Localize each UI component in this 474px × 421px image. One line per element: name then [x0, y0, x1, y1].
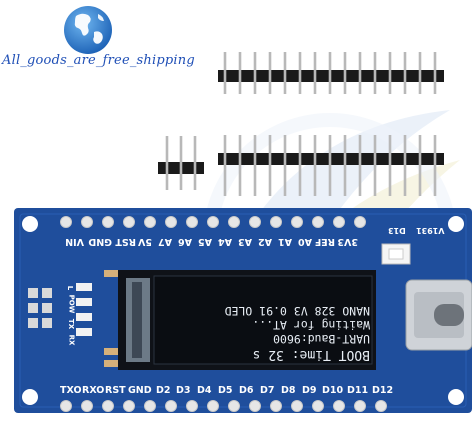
pin-label: A3	[238, 236, 252, 247]
reset-button-part	[381, 243, 411, 265]
oled-line: BOOT Time: 32 s	[252, 347, 370, 362]
pin-label: A0	[298, 236, 312, 247]
free-shipping-text: All_goods_are_free_shipping	[2, 53, 195, 68]
oled-line: NANO 328 V3 0.91 OLED	[224, 304, 370, 318]
bottom-pin-labels: TXO RXO RST GND D2 D3 D4 D5 D6 D7 D8 D9 …	[60, 385, 400, 399]
pin-label: 3V3	[337, 236, 358, 247]
pin-label: A2	[258, 236, 272, 247]
pin-label: D5	[218, 385, 233, 396]
top-pin-labels: 3V3 REF A0 A1 A2 A3 A4 A5 A6 A7 5V RST G…	[58, 233, 358, 247]
pin-label: GND	[88, 236, 112, 247]
status-leds	[76, 283, 92, 336]
pin-label: D3	[176, 385, 191, 396]
pin-label: D6	[239, 385, 254, 396]
pin-label: A7	[158, 236, 172, 247]
pin-label: D12	[372, 385, 394, 396]
pin-label: TXO	[60, 385, 82, 396]
pin-label: D9	[302, 385, 317, 396]
usb-c-connector	[405, 279, 472, 351]
nano-pcb-board	[14, 208, 472, 413]
d13-label: D13	[388, 226, 406, 235]
led-label: TX	[67, 318, 76, 330]
pin-label: RXO	[82, 385, 105, 396]
pin-label: D10	[322, 385, 344, 396]
pin-label: A5	[198, 236, 212, 247]
pin-headers	[158, 52, 444, 196]
pin-label: RST	[115, 236, 136, 247]
globe-logo-icon	[64, 6, 112, 54]
pin-label: RST	[105, 385, 126, 396]
led-label: L	[66, 285, 75, 291]
short-header	[158, 136, 204, 190]
oled-display-text: BOOT Time: 32 s UART-Baud:9600 Waiting f…	[160, 292, 370, 362]
model-label: V1931	[416, 226, 445, 235]
pin-label: D8	[281, 385, 296, 396]
pin-label: VIN	[65, 236, 84, 247]
pin-label: D4	[197, 385, 212, 396]
pin-label: A1	[278, 236, 292, 247]
pin-label: GND	[128, 385, 152, 396]
led-label: RX	[67, 334, 76, 346]
pin-label: A6	[178, 236, 192, 247]
pin-label: 5V	[138, 236, 152, 247]
pin-label: D2	[156, 385, 171, 396]
pin-label: D11	[347, 385, 369, 396]
long-header-top	[218, 52, 444, 94]
oled-line: Waiting for AT...	[252, 318, 370, 332]
oled-module	[118, 270, 376, 370]
oled-line: UART-Baud:9600	[273, 332, 370, 346]
long-header-bottom	[218, 135, 444, 196]
pin-label: A4	[218, 236, 232, 247]
pin-label: D7	[260, 385, 275, 396]
pin-label: REF	[314, 236, 335, 247]
led-label: POW	[67, 294, 76, 314]
